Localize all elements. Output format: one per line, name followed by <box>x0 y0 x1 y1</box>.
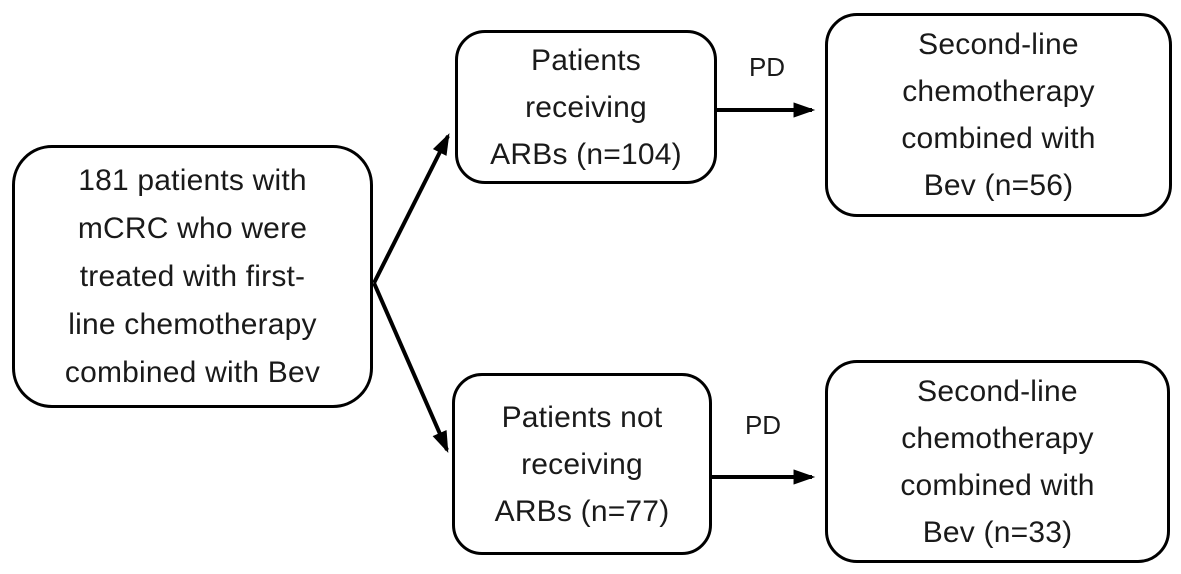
edge-label-pd-top: PD <box>748 52 786 82</box>
arrow-source-to-arbs <box>372 133 450 284</box>
node-source-patients-label: 181 patients with mCRC who were treated … <box>64 163 321 389</box>
node-patients-not-receiving-arbs: Patients not receiving ARBs (n=77) <box>452 373 712 555</box>
node-patients-receiving-arbs: Patients receiving ARBs (n=104) <box>455 30 717 184</box>
node-second-line-chemo-arbs-label: Second-line chemotherapy combined with B… <box>901 28 1096 202</box>
node-patients-not-receiving-arbs-label: Patients not receiving ARBs (n=77) <box>494 400 670 528</box>
node-second-line-chemo-no-arbs-label: Second-line chemotherapy combined with B… <box>900 374 1095 549</box>
node-source-patients: 181 patients with mCRC who were treated … <box>12 145 373 408</box>
arrow-source-to-not-arbs <box>372 282 449 453</box>
node-second-line-chemo-arbs: Second-line chemotherapy combined with B… <box>825 13 1172 217</box>
edge-label-pd-bottom: PD <box>744 410 782 440</box>
node-second-line-chemo-no-arbs: Second-line chemotherapy combined with B… <box>825 360 1170 563</box>
node-patients-receiving-arbs-label: Patients receiving ARBs (n=104) <box>490 43 682 171</box>
